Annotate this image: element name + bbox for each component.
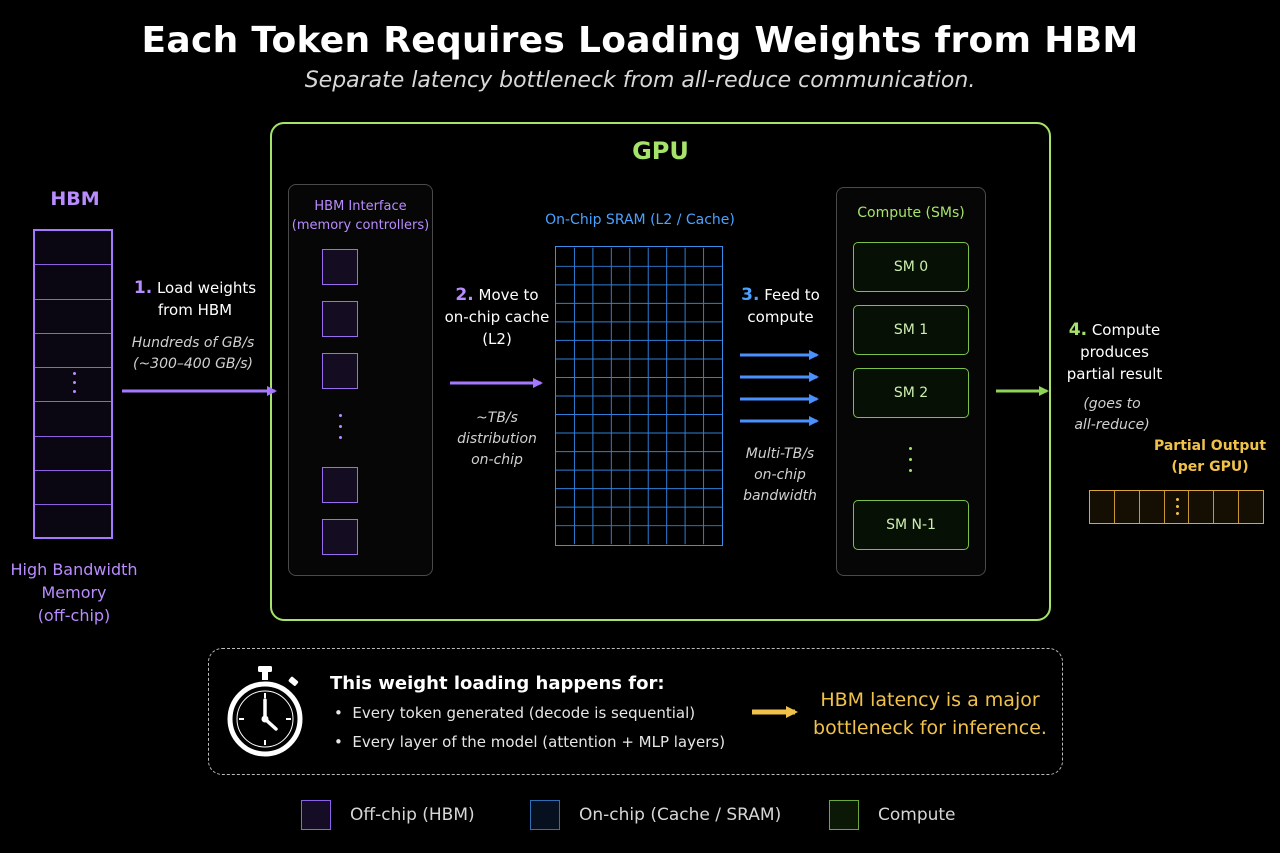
conclusion-text: HBM latency is a major bottleneck for in…	[800, 686, 1060, 742]
hbm-caption-line: (off-chip)	[37, 606, 111, 625]
step-4-label: 4. Compute produces partial result	[1052, 319, 1177, 385]
step-1-line1: Load weights	[156, 279, 257, 297]
gpu-box	[270, 122, 1051, 621]
hbm-layer	[35, 471, 111, 506]
hbm-interface-subtitle: (memory controllers)	[291, 218, 430, 233]
partial-output-line2: (per GPU)	[1171, 459, 1249, 475]
sm-unit: SM 1	[853, 305, 969, 355]
sm-unit: SM 0	[853, 242, 969, 292]
hbm-layer	[35, 265, 111, 300]
memory-controller	[322, 519, 358, 555]
memory-controller	[322, 467, 358, 503]
step-4-line2: produces	[1080, 343, 1149, 361]
legend-swatch-offchip	[301, 800, 331, 830]
memory-controller	[322, 301, 358, 337]
hbm-layer-ellipsis	[35, 368, 111, 403]
step-2-number: 2.	[455, 285, 474, 305]
controller-ellipsis	[339, 414, 342, 442]
sram-title: On-Chip SRAM (L2 / Cache)	[545, 212, 735, 228]
note-heading: This weight loading happens for:	[330, 673, 665, 694]
step-3-note-line3: bandwidth	[743, 488, 817, 504]
note-bullet-text: Every token generated (decode is sequent…	[352, 704, 696, 722]
step-4-number: 4.	[1068, 320, 1088, 340]
output-cell-ellipsis	[1165, 491, 1190, 523]
hbm-stack	[33, 229, 113, 539]
legend-swatch-onchip	[530, 800, 560, 830]
step-2-note: ~TB/s distribution on-chip	[437, 408, 557, 471]
hbm-interface-title: HBM Interface (memory controllers)	[288, 197, 433, 235]
note-bullet: • Every token generated (decode is seque…	[334, 704, 696, 722]
hbm-interface-box	[288, 184, 433, 576]
step-2-note-line2: distribution	[457, 431, 537, 447]
stopwatch-icon	[227, 666, 303, 757]
note-box	[208, 648, 1063, 775]
hbm-layer	[35, 334, 111, 369]
sm-unit: SM 2	[853, 368, 969, 418]
hbm-interface-title-line: HBM Interface	[314, 199, 407, 214]
step-4-line1: Compute	[1091, 321, 1161, 339]
step-1-number: 1.	[133, 278, 153, 298]
legend-label-onchip: On-chip (Cache / SRAM)	[579, 805, 782, 825]
gpu-label: GPU	[632, 137, 689, 165]
step-1-note-line2: (~300–400 GB/s)	[132, 356, 253, 372]
step-3-note-line2: on-chip	[754, 467, 806, 483]
hbm-label: HBM	[50, 188, 100, 210]
step-3-note: Multi-TB/s on-chip bandwidth	[730, 444, 830, 507]
legend-swatch-compute	[829, 800, 859, 830]
output-cell	[1189, 491, 1215, 523]
memory-controller	[322, 249, 358, 285]
hbm-layer	[35, 402, 111, 437]
step-3-label: 3. Feed to compute	[733, 284, 828, 328]
step-1-note-line1: Hundreds of GB/s	[131, 335, 255, 351]
hbm-layer	[35, 437, 111, 472]
step-2-line3: (L2)	[482, 330, 512, 348]
hbm-caption: High Bandwidth Memory (off-chip)	[0, 558, 148, 627]
step-2-line1: Move to	[478, 286, 539, 304]
step-4-note: (goes to all-reduce)	[1052, 394, 1172, 436]
step-4-note-line2: all-reduce)	[1074, 417, 1150, 433]
compute-title: Compute (SMs)	[857, 205, 965, 221]
step-1-line2: from HBM	[157, 301, 233, 319]
step-2-note-line3: on-chip	[471, 452, 523, 468]
output-cell	[1115, 491, 1140, 523]
partial-output-line1: Partial Output	[1153, 438, 1267, 454]
page-subtitle: Separate latency bottleneck from all-red…	[304, 68, 976, 93]
step-4-line3: partial result	[1066, 365, 1163, 383]
step-3-line1: Feed to	[764, 286, 820, 304]
conclusion-line2: bottleneck for inference.	[813, 717, 1047, 739]
step-3-number: 3.	[741, 285, 760, 305]
step-3-note-line1: Multi-TB/s	[745, 446, 815, 462]
output-cell	[1140, 491, 1165, 523]
legend-label-compute: Compute	[878, 805, 956, 825]
hbm-layer	[35, 231, 111, 266]
step-2-label: 2. Move to on-chip cache (L2)	[437, 284, 557, 350]
sram-grid	[555, 246, 723, 546]
partial-output-vector	[1089, 490, 1264, 524]
output-cell	[1214, 491, 1240, 523]
hbm-caption-line: Memory	[41, 583, 107, 602]
step-4-note-line1: (goes to	[1083, 396, 1141, 412]
conclusion-line1: HBM latency is a major	[820, 689, 1040, 711]
step-1-label: 1. Load weights from HBM	[125, 277, 265, 321]
step-2-note-line1: ~TB/s	[476, 410, 518, 426]
sm-ellipsis	[909, 447, 912, 475]
note-bullet: • Every layer of the model (attention + …	[334, 733, 726, 751]
legend-label-offchip: Off-chip (HBM)	[350, 805, 475, 825]
step-2-line2: on-chip cache	[444, 308, 550, 326]
step-3-line2: compute	[747, 308, 814, 326]
partial-output-title: Partial Output (per GPU)	[1150, 436, 1270, 478]
output-cell	[1090, 491, 1115, 523]
memory-controller	[322, 353, 358, 389]
sm-unit: SM N-1	[853, 500, 969, 550]
page-title: Each Token Requires Loading Weights from…	[141, 20, 1139, 61]
step-1-note: Hundreds of GB/s (~300–400 GB/s)	[118, 333, 268, 375]
note-bullet-text: Every layer of the model (attention + ML…	[352, 733, 726, 751]
hbm-layer	[35, 300, 111, 334]
hbm-caption-line: High Bandwidth	[10, 560, 138, 579]
